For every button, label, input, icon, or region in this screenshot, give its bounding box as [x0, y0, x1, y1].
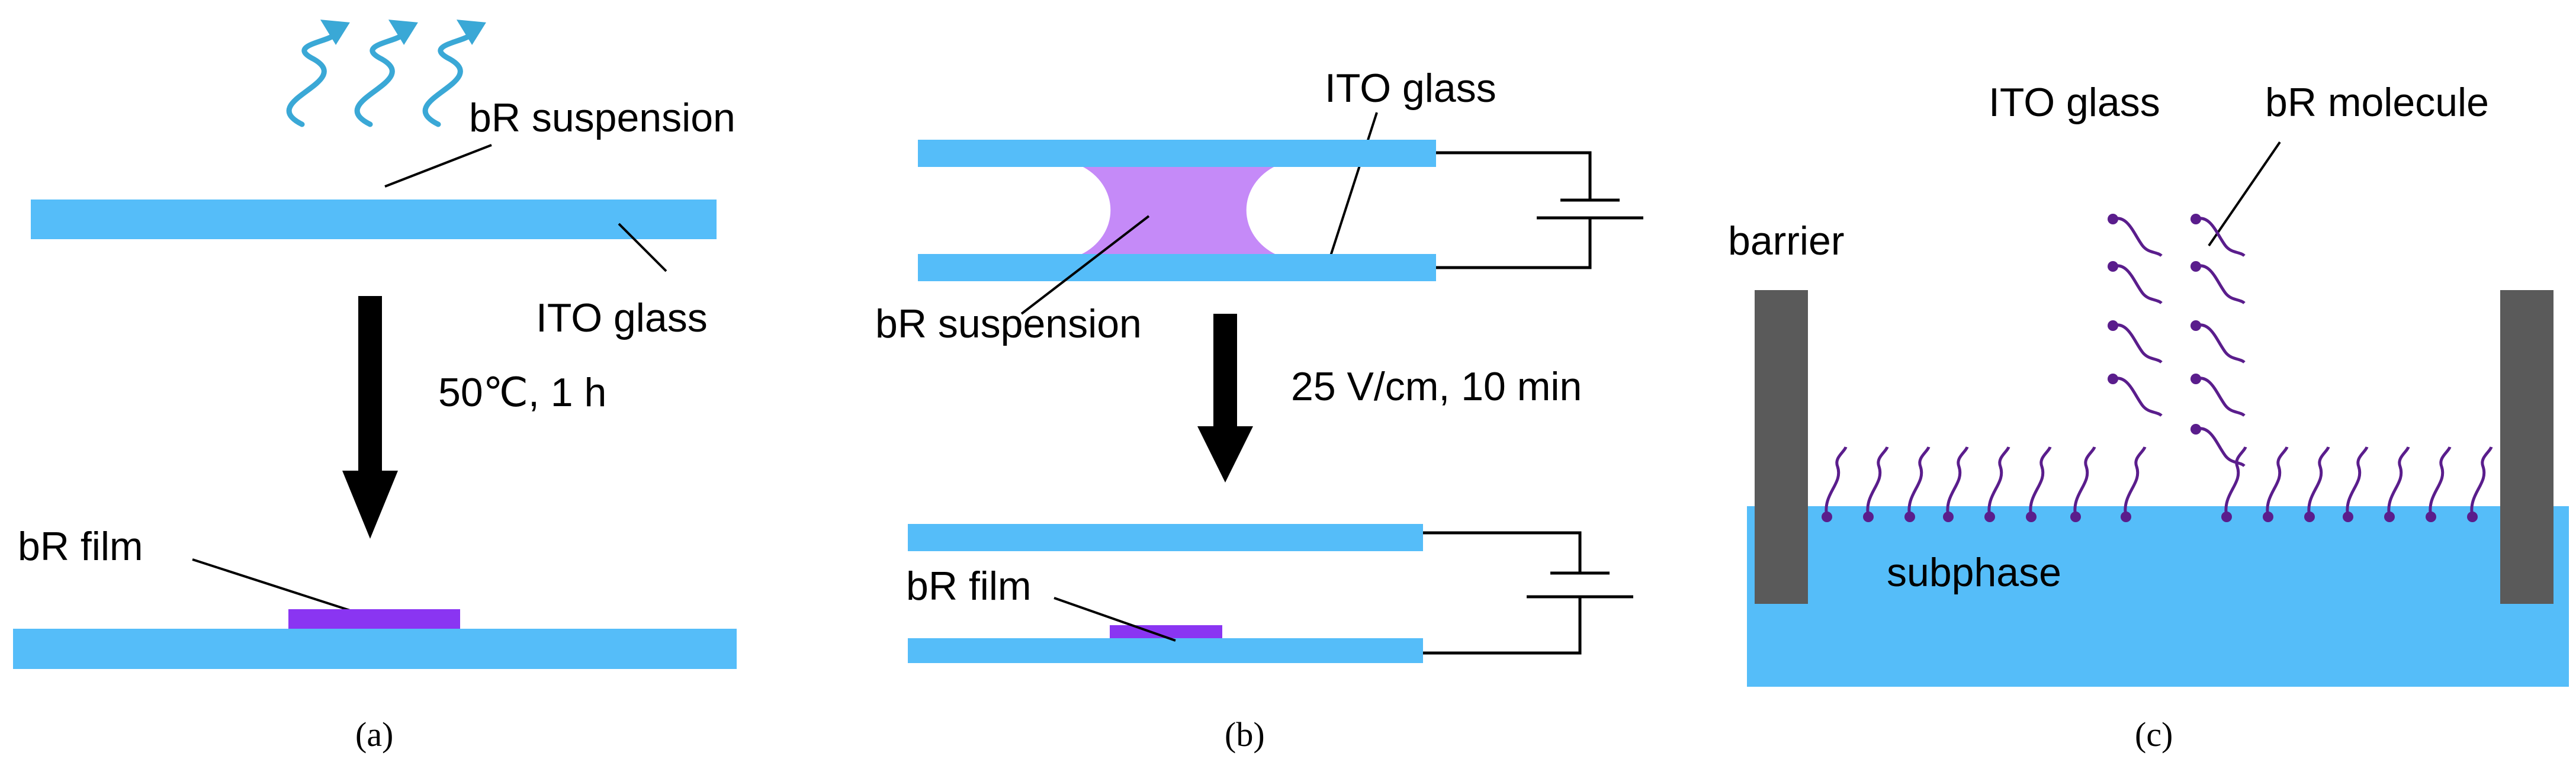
- barrier-right: [2500, 290, 2553, 604]
- glass-molecule-2-3: [2190, 320, 2246, 364]
- monolayer-molecule-13: [2384, 446, 2410, 522]
- monolayer-molecule-10: [2263, 446, 2289, 522]
- a-br-film: [288, 609, 460, 632]
- b-caption: (b): [1225, 715, 1265, 754]
- b-process-arrow-icon: [1197, 314, 1253, 482]
- monolayer-molecule-12: [2343, 446, 2369, 522]
- c-caption: (c): [2135, 715, 2173, 754]
- a-glass-label: ITO glass: [536, 295, 708, 340]
- b-film-label: bR film: [906, 564, 1032, 609]
- monolayer-molecule-9: [2221, 446, 2247, 522]
- panel-a: bR suspension ITO glass 50℃, 1 h bR film…: [13, 20, 737, 754]
- b-suspension-label: bR suspension: [875, 301, 1142, 346]
- b-ito-glass-bottom: [918, 254, 1436, 281]
- monolayer-molecule-4: [1943, 446, 1969, 522]
- monolayer-molecule-7: [2070, 446, 2096, 522]
- monolayer-molecule-5: [1984, 446, 2010, 522]
- monolayer-molecule-2: [1863, 446, 1889, 522]
- barrier-left: [1755, 290, 1808, 604]
- a-ito-glass-top: [31, 200, 717, 239]
- b-suspension-leader: [1020, 215, 1150, 315]
- b-glass-label: ITO glass: [1325, 66, 1496, 111]
- glass-molecule-2-5: [2190, 424, 2246, 467]
- c-molecule-leader: [2208, 141, 2281, 247]
- b-film-leader: [1053, 597, 1176, 642]
- monolayer-molecule-6: [2026, 446, 2052, 522]
- c-subphase-label: subphase: [1887, 550, 2061, 595]
- a-film-leader: [192, 558, 371, 618]
- b-battery-top-icon: [1436, 151, 1643, 269]
- glass-molecule-1-3: [2108, 320, 2163, 364]
- vapor-icon: [286, 20, 487, 127]
- glass-molecule-1-4: [2108, 374, 2163, 417]
- monolayer-molecule-14: [2426, 446, 2452, 522]
- monolayer-molecule-1: [1822, 446, 1848, 522]
- a-film-label: bR film: [18, 524, 143, 569]
- a-ito-glass-bottom: [13, 629, 737, 669]
- a-glass-leader: [618, 223, 667, 272]
- c-glass-label: ITO glass: [1989, 80, 2160, 125]
- glass-molecule-2-1: [2190, 214, 2246, 257]
- glass-molecule-1-2: [2108, 261, 2163, 304]
- a-condition-label: 50℃, 1 h: [438, 370, 606, 415]
- a-suspension-leader: [384, 144, 492, 188]
- br-molecules: [1822, 214, 2493, 522]
- a-caption: (a): [355, 715, 393, 754]
- b-ito-glass-bottom-after: [908, 638, 1423, 663]
- b-condition-label: 25 V/cm, 10 min: [1291, 364, 1582, 409]
- b-battery-bottom-icon: [1423, 531, 1633, 655]
- b-glass-leader: [1328, 112, 1378, 260]
- a-process-arrow-icon: [342, 296, 398, 539]
- glass-molecule-2-4: [2190, 374, 2246, 417]
- monolayer-molecule-11: [2304, 446, 2330, 522]
- glass-molecule-2-2: [2190, 261, 2246, 304]
- b-ito-glass-top: [918, 140, 1436, 167]
- monolayer-molecule-3: [1904, 446, 1931, 522]
- a-suspension-label: bR suspension: [469, 95, 735, 140]
- b-suspension-drop: [1081, 166, 1276, 255]
- c-barrier-label: barrier: [1728, 218, 1845, 263]
- b-ito-glass-top-after: [908, 524, 1423, 551]
- monolayer-molecule-8: [2121, 446, 2147, 522]
- monolayer-molecule-15: [2467, 446, 2493, 522]
- subphase: [1747, 506, 2569, 687]
- c-molecule-label: bR molecule: [2265, 80, 2489, 125]
- panel-c: ITO glass bR molecule barrier subphase (…: [1728, 80, 2569, 754]
- panel-b: ITO glass bR suspension 25 V/cm, 10 min …: [875, 66, 1643, 754]
- glass-molecule-1-1: [2108, 214, 2163, 257]
